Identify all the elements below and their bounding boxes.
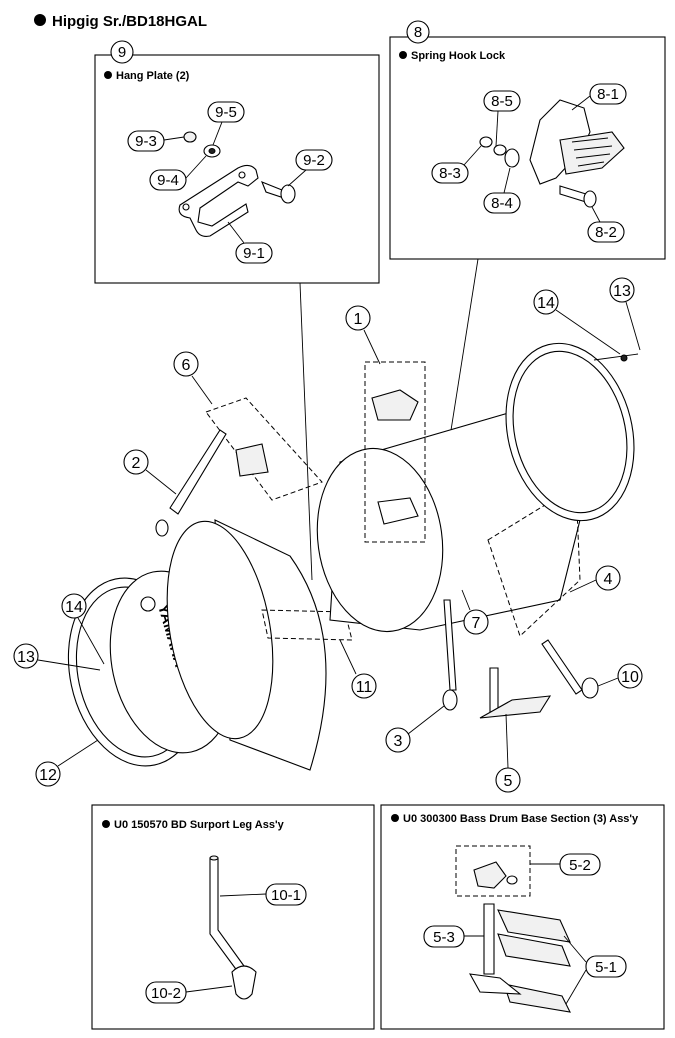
svg-text:8-3: 8-3 bbox=[439, 165, 461, 182]
svg-text:13: 13 bbox=[17, 649, 35, 666]
panel-hang-plate: 9 Hang Plate (2) 9-5 9-3 9-4 bbox=[94, 40, 380, 284]
drum-exploded-view: YAMAHA bbox=[67, 258, 639, 771]
svg-text:5-1: 5-1 bbox=[595, 959, 617, 976]
svg-text:10-1: 10-1 bbox=[271, 887, 301, 904]
panel-support-leg: U0 150570 BD Surport Leg Ass'y 10-1 10-2 bbox=[91, 804, 375, 1030]
svg-text:4: 4 bbox=[604, 571, 613, 588]
svg-text:13: 13 bbox=[613, 283, 631, 300]
svg-text:6: 6 bbox=[182, 357, 191, 374]
diagram-title: Hipgig Sr./BD18HGAL bbox=[52, 13, 207, 30]
callout-3: 3 bbox=[385, 705, 445, 753]
callout-9-3: 9-3 bbox=[127, 130, 185, 152]
svg-text:9-3: 9-3 bbox=[135, 133, 157, 150]
panel-spring-hook-lock-title: Spring Hook Lock bbox=[411, 50, 506, 62]
svg-text:14: 14 bbox=[537, 295, 555, 312]
callout-12: 12 bbox=[35, 739, 99, 787]
svg-text:9-2: 9-2 bbox=[303, 152, 325, 169]
callout-7: 7 bbox=[461, 589, 489, 635]
callout-13-front: 13 bbox=[13, 643, 101, 671]
panel-support-leg-title: U0 150570 BD Surport Leg Ass'y bbox=[114, 819, 285, 831]
panel-hang-plate-number: 9 bbox=[118, 44, 126, 61]
svg-text:10: 10 bbox=[621, 669, 639, 686]
svg-text:3: 3 bbox=[394, 733, 403, 750]
callout-1: 1 bbox=[345, 305, 381, 365]
callout-8-2: 8-2 bbox=[587, 206, 625, 243]
svg-text:2: 2 bbox=[132, 455, 141, 472]
callout-5-1: 5-1 bbox=[563, 935, 627, 1005]
svg-text:9-5: 9-5 bbox=[215, 104, 237, 121]
callout-8-4: 8-4 bbox=[483, 167, 521, 214]
callout-8-5: 8-5 bbox=[483, 90, 521, 147]
hang-plate-drawing bbox=[178, 131, 296, 237]
svg-text:7: 7 bbox=[472, 615, 481, 632]
callout-13-rear: 13 bbox=[609, 277, 641, 351]
panel-hang-plate-title: Hang Plate (2) bbox=[116, 70, 190, 82]
panel-base-section-title: U0 300300 Bass Drum Base Section (3) Ass… bbox=[403, 813, 639, 825]
callout-14-front: 14 bbox=[61, 593, 105, 665]
panel-spring-hook-lock-number: 8 bbox=[414, 24, 422, 41]
svg-text:14: 14 bbox=[65, 599, 83, 616]
callout-8-1: 8-1 bbox=[571, 83, 627, 111]
support-leg-drawing bbox=[209, 857, 245, 973]
callout-5-2: 5-2 bbox=[530, 853, 601, 876]
spring-hook-lock-drawing bbox=[479, 99, 625, 208]
callout-2: 2 bbox=[123, 449, 177, 495]
svg-text:8-1: 8-1 bbox=[597, 86, 619, 103]
svg-text:1: 1 bbox=[354, 311, 363, 328]
callout-9-1: 9-1 bbox=[227, 221, 273, 264]
svg-text:11: 11 bbox=[356, 679, 373, 696]
svg-text:5-3: 5-3 bbox=[433, 929, 455, 946]
svg-text:5-2: 5-2 bbox=[569, 857, 591, 874]
callout-8-3: 8-3 bbox=[431, 145, 482, 184]
svg-text:8-4: 8-4 bbox=[491, 195, 513, 212]
svg-text:5: 5 bbox=[504, 773, 513, 790]
callout-14-rear: 14 bbox=[533, 289, 621, 355]
svg-text:10-2: 10-2 bbox=[151, 985, 181, 1002]
callout-4: 4 bbox=[569, 565, 621, 593]
svg-text:8-5: 8-5 bbox=[491, 93, 513, 110]
panel-base-section: U0 300300 Bass Drum Base Section (3) Ass… bbox=[380, 804, 665, 1030]
svg-text:9-4: 9-4 bbox=[157, 172, 179, 189]
callout-5-3: 5-3 bbox=[423, 925, 484, 948]
callout-10: 10 bbox=[597, 663, 643, 689]
callout-9-4: 9-4 bbox=[149, 155, 207, 191]
title-bullet-icon bbox=[34, 14, 46, 26]
callout-9-5: 9-5 bbox=[207, 101, 245, 146]
panel-spring-hook-lock: 8 Spring Hook Lock 8-5 8-1 8-3 bbox=[389, 20, 666, 260]
callout-11: 11 bbox=[339, 639, 377, 699]
callout-10-2: 10-2 bbox=[145, 981, 233, 1004]
svg-text:9-1: 9-1 bbox=[243, 245, 265, 262]
callout-9-2: 9-2 bbox=[287, 149, 333, 187]
callout-6: 6 bbox=[173, 351, 213, 405]
callout-10-1: 10-1 bbox=[219, 883, 307, 906]
svg-text:8-2: 8-2 bbox=[595, 224, 617, 241]
callout-5: 5 bbox=[495, 713, 521, 793]
svg-text:12: 12 bbox=[39, 767, 57, 784]
